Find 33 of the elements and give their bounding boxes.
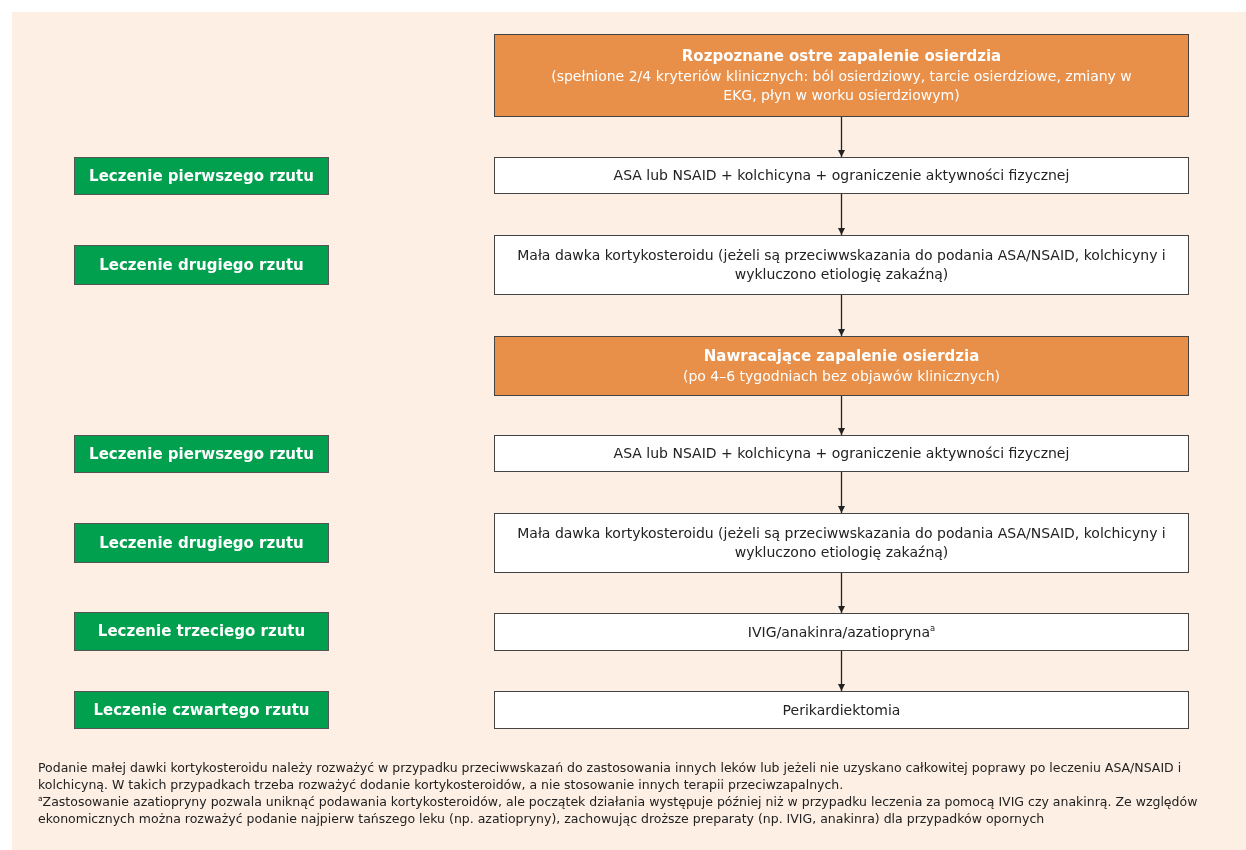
- arrow: [838, 650, 845, 692]
- box-heading: Rozpoznane ostre zapalenie osierdzia: [681, 46, 1002, 67]
- box-heading: Nawracające zapalenie osierdzia: [703, 346, 980, 367]
- box-text: Leczenie pierwszego rzutu: [89, 165, 314, 187]
- box-text: Mała dawka kortykosteroidu (jeżeli są przeciwwskazania do podania ASA/NSAID, kolchicyny i wykluczono etiologię zakaźną): [516, 524, 1167, 562]
- arrow: [838, 294, 845, 337]
- box-text: ASA lub NSAID + kolchicyna + ograniczenie aktywności fizycznej: [613, 166, 1070, 185]
- diagnosis-box: [494, 34, 1189, 117]
- footnote: Podanie małej dawki kortykosteroidu należy rozważyć w przypadku przeciwwskazań do zastosowania innych leków lub jeżeli nie uzyskano całkowitej poprawy po leczeniu ASA/NSAID i kolchicyną. W takich przypadkach trzeba rozważyć dodanie kortykosteroidów, a nie stosowanie innych terapii przeciwzapalnych.: [38, 760, 1183, 794]
- arrow: [838, 572, 845, 614]
- treatment-box: [494, 157, 1189, 194]
- box-text: Leczenie drugiego rzutu: [99, 532, 304, 554]
- treatment-box: [494, 691, 1189, 729]
- diagnosis-box: [494, 336, 1189, 396]
- treatment-box: [494, 613, 1189, 651]
- box-text: Leczenie pierwszego rzutu: [89, 443, 314, 465]
- box-text: Mała dawka kortykosteroidu (jeżeli są przeciwwskazania do podania ASA/NSAID, kolchicyny i wykluczono etiologię zakaźną): [516, 246, 1167, 284]
- arrow: [838, 395, 845, 436]
- box-text: Leczenie drugiego rzutu: [99, 254, 304, 276]
- treatment-box: [494, 235, 1189, 295]
- treatment-box: [494, 513, 1189, 573]
- arrow: [838, 193, 845, 236]
- box-text: ASA lub NSAID + kolchicyna + ograniczenie aktywności fizycznej: [613, 444, 1070, 463]
- box-description: (spełnione 2/4 kryteriów klinicznych: ból osierdziowy, tarcie osierdziowe, zmiany w EKG, płyn w worku osierdziowym): [550, 66, 1133, 105]
- box-description: (po 4–6 tygodniach bez objawów klinicznych): [682, 366, 1001, 386]
- box-text: Leczenie trzeciego rzutu: [97, 621, 306, 642]
- arrow: [838, 471, 845, 514]
- box-text: IVIG/anakinra/azatiopryna$^{a}$: [747, 622, 936, 642]
- box-text: Perikardiektomia: [782, 700, 901, 720]
- box-text: Leczenie czwartego rzutu: [93, 699, 310, 721]
- arrow: [838, 116, 845, 158]
- footnote: $^{a}$Zastosowanie azatiopryny pozwala uniknąć podawania kortykosteroidów, ale początek działania występuje później niż w przypadku leczenia za pomocą IVIG czy anakinrą. Ze względów ekonomicznych można rozważyć podanie najpierw tańszego leku (np. azatiopryny), zachowując droższe preparaty (np. IVIG, anakinra) dla przypadków opornych: [38, 794, 1199, 828]
- treatment-box: [494, 435, 1189, 472]
